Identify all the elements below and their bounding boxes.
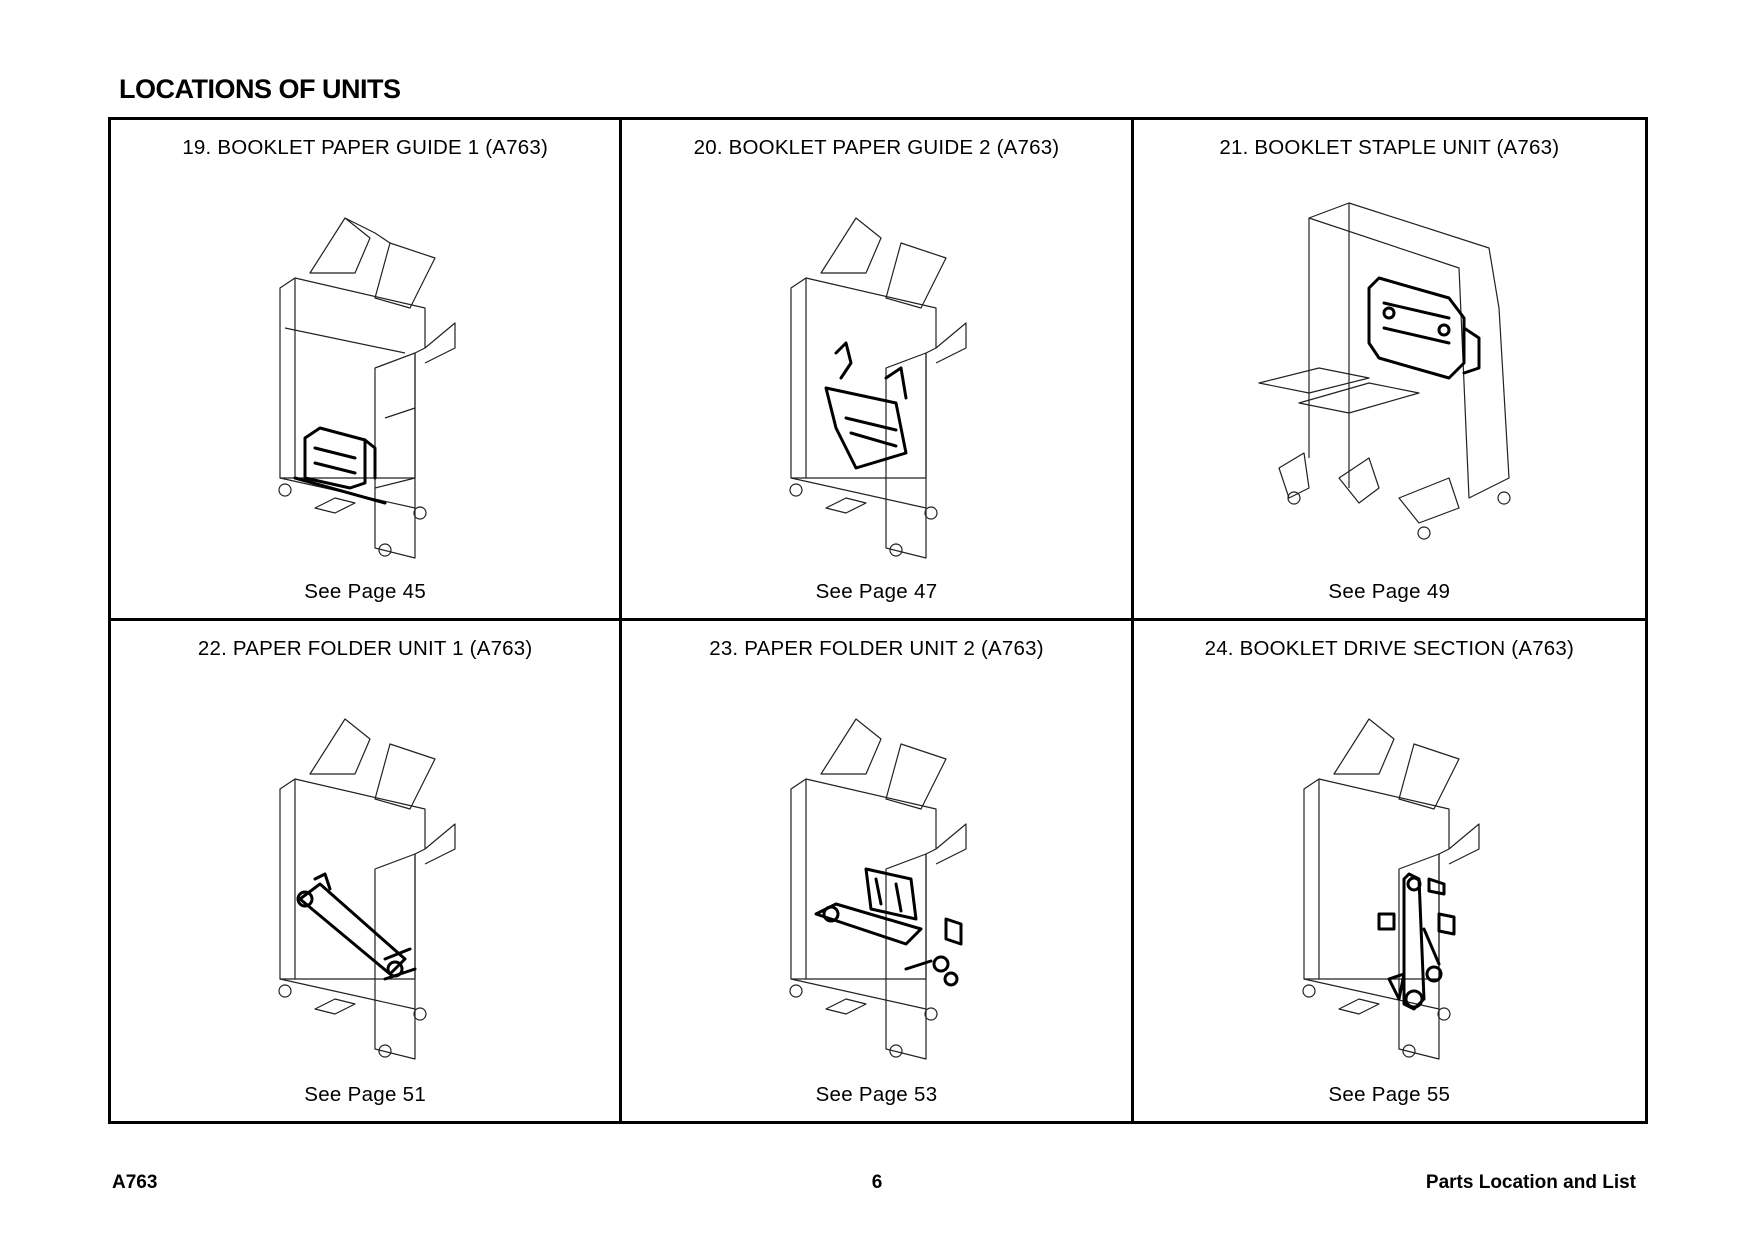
unit-cell-22: 22. PAPER FOLDER UNIT 1 (A763)	[111, 620, 623, 1121]
unit-cell-24: 24. BOOKLET DRIVE SECTION (A763)	[1134, 621, 1645, 1122]
page-title: LOCATIONS OF UNITS	[119, 74, 401, 104]
see-page-ref: See Page 55	[1328, 1083, 1451, 1106]
unit-title: 20. BOOKLET PAPER GUIDE 2 (A763)	[693, 136, 1060, 159]
see-page-ref: See Page 51	[304, 1083, 427, 1106]
unit-cell-20: 20. BOOKLET PAPER GUIDE 2 (A763)	[622, 120, 1134, 621]
unit-title: 23. PAPER FOLDER UNIT 2 (A763)	[709, 636, 1044, 660]
unit-cell-21: 21. BOOKLET STAPLE UNIT (A763)	[1133, 120, 1645, 621]
units-grid: 19. BOOKLET PAPER GUIDE 1 (A763)	[108, 117, 1648, 1124]
footer-model: A763	[112, 1172, 158, 1193]
see-page-ref: See Page 47	[815, 579, 938, 603]
unit-title: 19. BOOKLET PAPER GUIDE 1 (A763)	[182, 136, 548, 159]
unit-cell-19: 19. BOOKLET PAPER GUIDE 1 (A763)	[111, 120, 623, 621]
booklet-drive-section-illustration	[1249, 679, 1529, 1069]
booklet-paper-guide-2-illustration	[736, 178, 1016, 568]
unit-cell-23: 23. PAPER FOLDER UNIT 2 (A763)	[622, 620, 1134, 1121]
booklet-staple-unit-illustration	[1249, 178, 1529, 568]
footer-section-title: Parts Location and List	[1425, 1172, 1636, 1193]
unit-title: 22. PAPER FOLDER UNIT 1 (A763)	[197, 636, 533, 660]
paper-folder-unit-2-illustration	[736, 679, 1016, 1069]
see-page-ref: See Page 53	[815, 1083, 938, 1106]
see-page-ref: See Page 45	[304, 579, 427, 603]
see-page-ref: See Page 49	[1328, 579, 1451, 603]
unit-title: 24. BOOKLET DRIVE SECTION (A763)	[1204, 636, 1575, 660]
paper-folder-unit-1-illustration	[225, 679, 505, 1069]
booklet-paper-guide-1-illustration	[225, 178, 505, 568]
footer-page-number: 6	[871, 1172, 883, 1193]
unit-title: 21. BOOKLET STAPLE UNIT (A763)	[1219, 136, 1560, 159]
